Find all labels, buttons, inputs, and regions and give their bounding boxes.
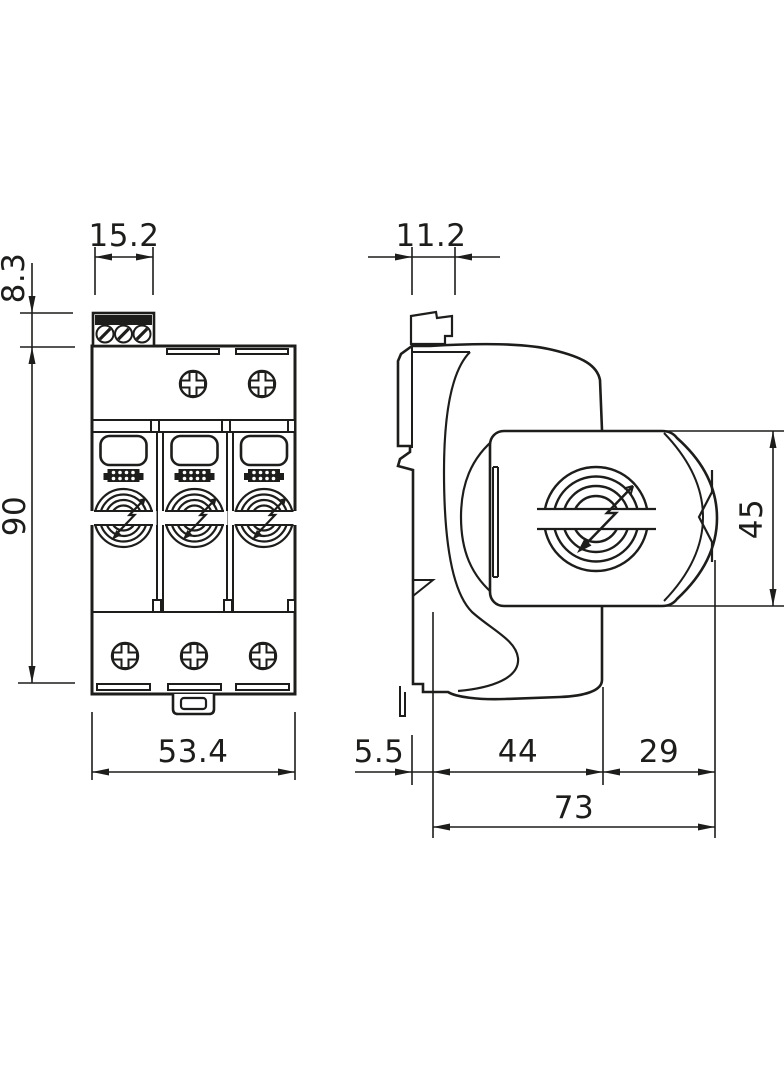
terminal-screw-icon [113, 323, 134, 345]
dim-front-width [91, 712, 296, 780]
front-bottom-slot [235, 683, 290, 691]
screw-icon [179, 641, 209, 671]
dim-label-side-total-depth: 73 [554, 790, 594, 826]
terminal-screw-icon [94, 323, 116, 345]
front-view [89, 311, 299, 716]
front-top-slot [235, 348, 289, 355]
side-module-details [492, 432, 714, 602]
dim-side-total-depth [433, 823, 715, 831]
screw-icon [110, 641, 140, 671]
dim-front-heights [18, 263, 75, 684]
dim-side-terminal-width [368, 247, 500, 295]
dim-label-front-terminal-height: 8.3 [0, 253, 32, 304]
dim-front-terminal-width [94, 247, 154, 295]
din-release-tab [171, 694, 216, 716]
lightning-arrow-logo [536, 465, 660, 573]
front-bottom-slot [167, 683, 222, 691]
dim-label-side-base-depth: 44 [498, 734, 538, 770]
terminal-block-side [409, 310, 454, 346]
dim-label-side-terminal-width: 11.2 [395, 218, 466, 254]
dim-label-side-din-offset: 5.5 [354, 734, 405, 770]
module-cradle [442, 351, 520, 693]
dim-side-module-height [662, 430, 784, 607]
din-rail-claw [399, 346, 470, 717]
front-bottom-slot [96, 683, 151, 691]
screw-icon [248, 641, 278, 671]
terminal-screw-icon [131, 323, 153, 345]
front-top-slot [166, 348, 220, 355]
dim-label-side-module-depth: 29 [639, 734, 679, 770]
dim-label-front-terminal-width: 15.2 [88, 218, 159, 254]
dim-side-depth-chain [355, 560, 716, 838]
side-view [396, 310, 719, 717]
screw-icon [178, 369, 208, 399]
dim-label-front-body-width: 53.4 [157, 734, 228, 770]
dim-label-front-body-height: 90 [0, 496, 33, 536]
terminal-block-front [91, 311, 156, 348]
module-bay [92, 419, 296, 613]
dim-label-side-module-height: 45 [734, 499, 770, 539]
screw-icon [247, 369, 277, 399]
